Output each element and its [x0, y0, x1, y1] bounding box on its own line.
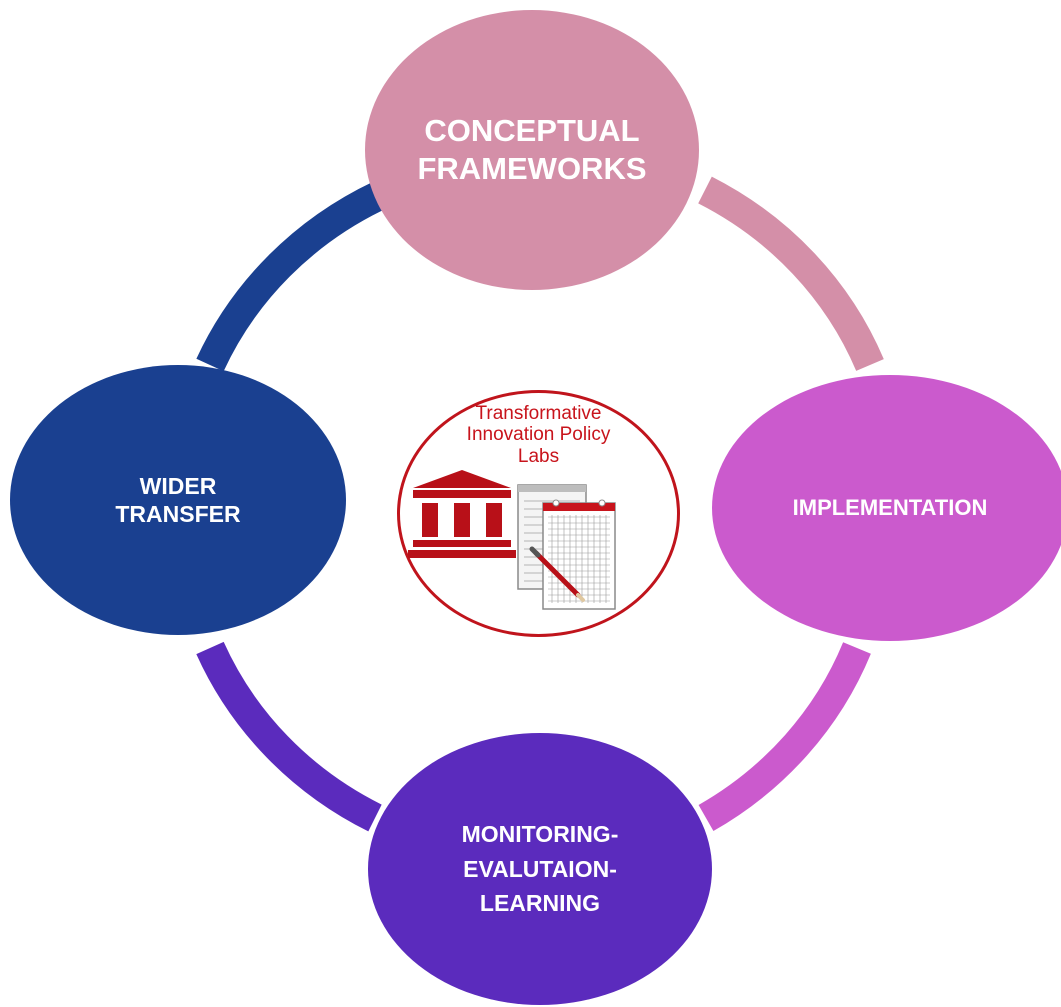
government-building-icon	[408, 470, 516, 558]
node-wider-transfer: WIDER TRANSFER	[10, 365, 346, 635]
pencil-icon	[529, 546, 585, 602]
node-monitoring-evaluation-learning: MONITORING- EVALUTAION- LEARNING	[368, 733, 712, 1005]
arc-bottom-right	[698, 642, 871, 832]
center-logo-badge: Transformative Innovation Policy Labs	[397, 390, 680, 637]
node-monitoring-label: MONITORING- EVALUTAION- LEARNING	[461, 821, 619, 917]
center-logo-title: Transformative Innovation Policy Labs	[466, 403, 611, 467]
arc-top-right	[698, 176, 884, 371]
node-conceptual-frameworks: CONCEPTUAL FRAMEWORKS	[365, 10, 699, 290]
node-wider-transfer-label: WIDER TRANSFER	[115, 472, 241, 527]
node-implementation-label: IMPLEMENTATION	[792, 494, 988, 520]
center-logo-icons	[408, 470, 616, 610]
node-implementation: IMPLEMENTATION	[712, 375, 1061, 641]
arc-top-left	[196, 181, 387, 372]
arc-bottom-left	[196, 641, 382, 832]
node-conceptual-frameworks-label: CONCEPTUAL FRAMEWORKS	[417, 113, 647, 186]
